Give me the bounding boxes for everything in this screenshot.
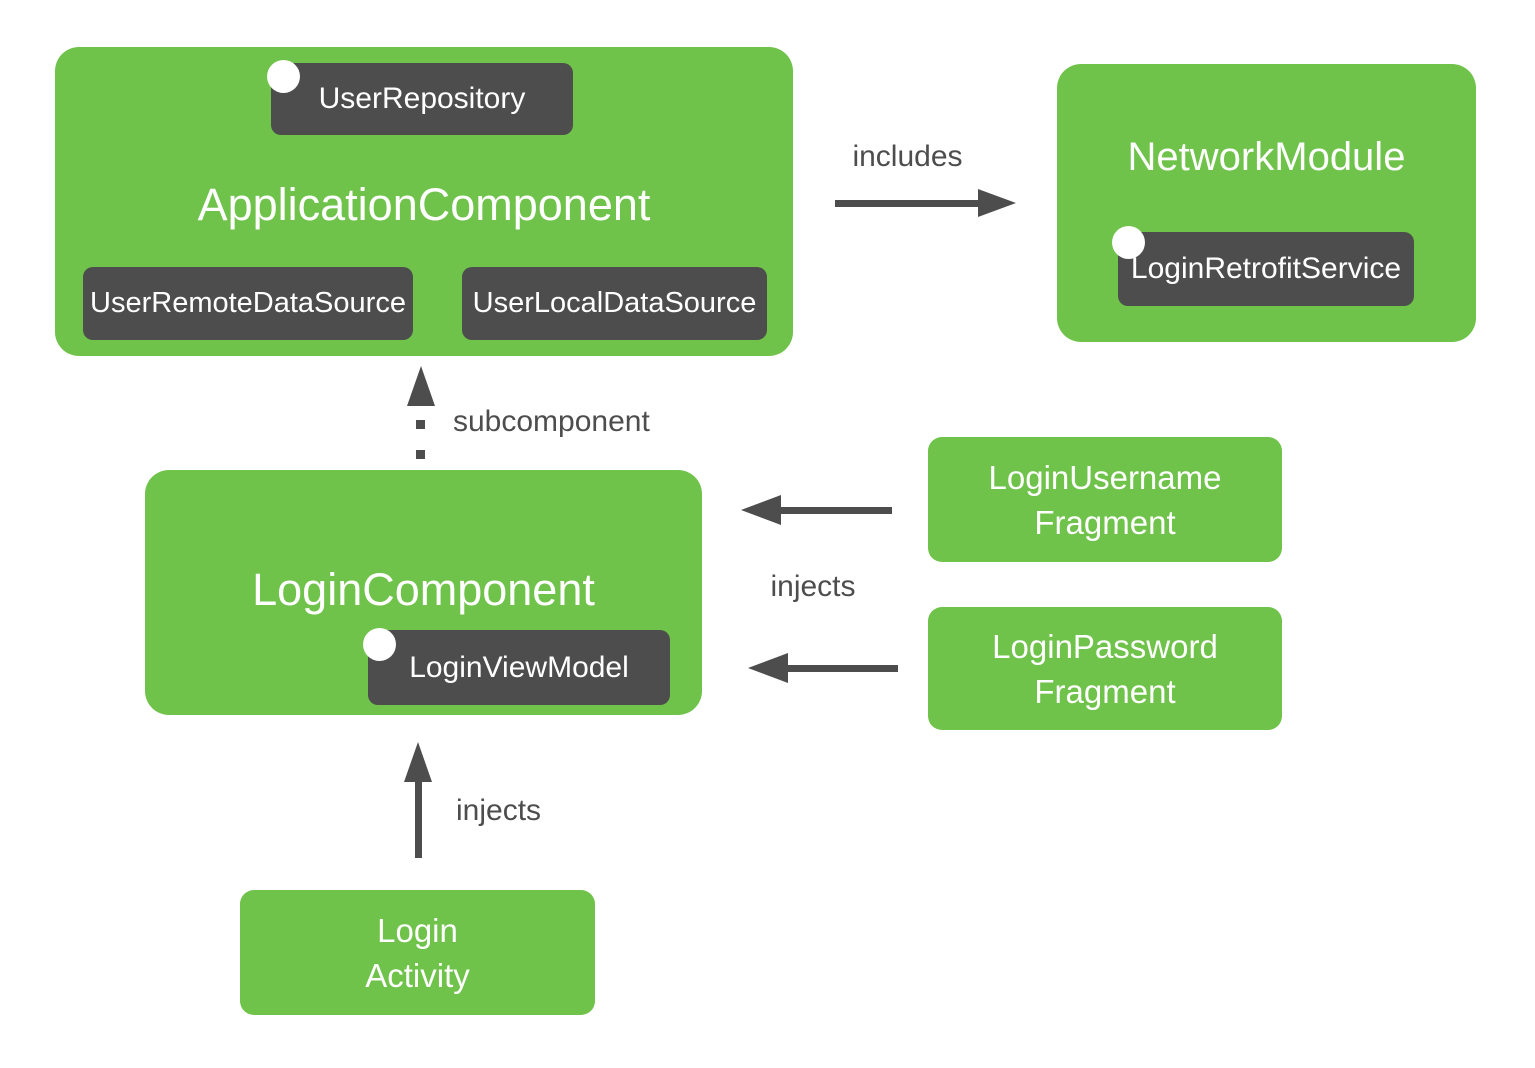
includes-edge-label: includes — [852, 140, 963, 173]
injects-fragment-arrow-head-icon — [741, 495, 781, 525]
login-activity-node: Login Activity — [240, 890, 595, 1015]
injects-fragments-edge-label: injects — [770, 570, 856, 603]
network-module-title: NetworkModule — [1127, 135, 1406, 179]
login-password-fragment-line1: LoginPassword — [992, 627, 1218, 665]
injects-activity-arrow-head-icon — [404, 742, 432, 782]
subcomponent-edge-label: subcomponent — [453, 405, 650, 438]
login-activity-line2: Activity — [365, 956, 470, 994]
user-repository-badge: UserRepository — [267, 60, 573, 135]
white-dot-icon — [363, 628, 396, 661]
login-viewmodel-badge: LoginViewModel — [363, 628, 670, 705]
application-component-node: ApplicationComponent UserRepository User… — [55, 47, 793, 356]
login-username-fragment-line2: Fragment — [1034, 503, 1176, 541]
application-component-title: ApplicationComponent — [197, 179, 651, 230]
login-component-title: LoginComponent — [252, 564, 595, 615]
user-remote-datasource-badge: UserRemoteDataSource — [83, 267, 413, 340]
login-username-fragment-line1: LoginUsername — [988, 458, 1222, 496]
login-password-fragment-node: LoginPassword Fragment — [928, 607, 1282, 730]
includes-arrow-shaft — [835, 200, 978, 207]
injects-fragment-arrow-shaft — [786, 665, 898, 672]
subcomponent-arrow-head-icon — [407, 366, 435, 406]
user-repository-label: UserRepository — [318, 82, 526, 115]
includes-arrow-head-icon — [978, 189, 1016, 217]
login-component-node: LoginComponent LoginViewModel — [145, 470, 702, 715]
user-local-datasource-badge: UserLocalDataSource — [462, 267, 767, 340]
subcomponent-arrow-dash — [416, 450, 425, 459]
user-local-datasource-label: UserLocalDataSource — [472, 287, 757, 319]
subcomponent-arrow-dash — [416, 420, 425, 429]
network-module-node: NetworkModule LoginRetrofitService — [1057, 64, 1476, 342]
login-viewmodel-label: LoginViewModel — [409, 650, 629, 684]
white-dot-icon — [267, 60, 300, 93]
injects-activity-edge-label: injects — [456, 794, 542, 827]
injects-fragment-arrow-head-icon — [748, 653, 788, 683]
injects-fragment-arrow-shaft — [779, 507, 892, 514]
login-retrofit-service-badge: LoginRetrofitService — [1112, 226, 1414, 306]
login-activity-line1: Login — [377, 911, 458, 949]
login-username-fragment-node: LoginUsername Fragment — [928, 437, 1282, 562]
white-dot-icon — [1112, 226, 1145, 259]
injects-activity-arrow-shaft — [415, 780, 422, 858]
login-password-fragment-line2: Fragment — [1034, 672, 1176, 710]
login-retrofit-service-label: LoginRetrofitService — [1130, 252, 1402, 285]
user-remote-datasource-label: UserRemoteDataSource — [90, 287, 406, 319]
